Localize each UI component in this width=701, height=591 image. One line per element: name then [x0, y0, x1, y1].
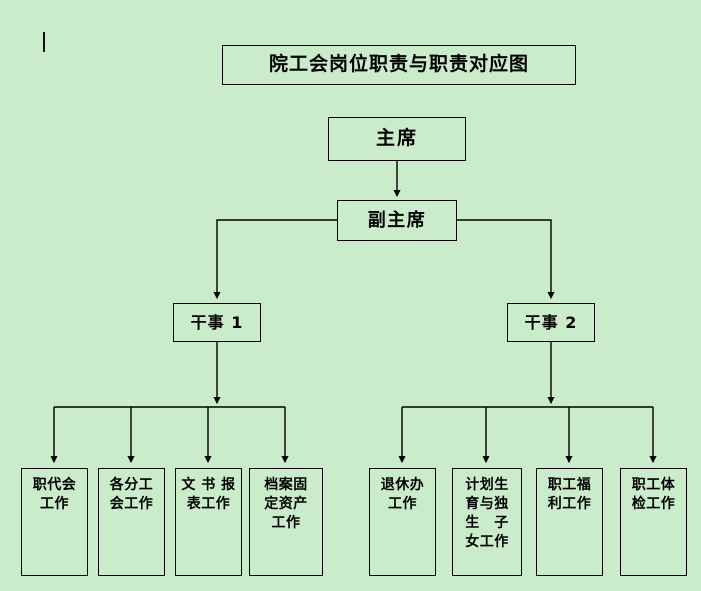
- duty-box-wenshubaobiao: 文 书 报 表工作: [175, 468, 242, 576]
- duty-box-jihuashengyu: 计划生 育与独 生 子 女工作: [452, 468, 522, 576]
- duty-box-zhigongfuli: 职工福 利工作: [536, 468, 603, 576]
- duty-box-tuixiuban: 退休办 工作: [369, 468, 436, 576]
- duty-label: 档案固 定资产 工作: [264, 477, 308, 531]
- duty-box-zhidaihui: 职代会 工作: [21, 468, 88, 576]
- duty-label: 退休办 工作: [380, 477, 425, 512]
- duty-label: 计划生 育与独 生 子 女工作: [465, 477, 509, 550]
- node-officer-1: 干事 1: [173, 303, 261, 342]
- duty-box-zhigongtijian: 职工体 检工作: [620, 468, 687, 576]
- duty-box-danganguding: 档案固 定资产 工作: [249, 468, 323, 576]
- duty-label: 职代会 工作: [32, 477, 77, 512]
- duty-label: 文 书 报 表工作: [181, 477, 236, 512]
- duty-box-fengonghui: 各分工 会工作: [98, 468, 165, 576]
- diagram-title-text: 院工会岗位职责与职责对应图: [268, 53, 529, 76]
- node-chair: 主席: [328, 117, 466, 161]
- node-chair-label: 主席: [375, 127, 418, 150]
- text-cursor-caret: [43, 32, 45, 52]
- node-vice-chair-label: 副主席: [367, 209, 427, 231]
- diagram-title-box: 院工会岗位职责与职责对应图: [222, 45, 576, 85]
- node-vice-chair: 副主席: [337, 200, 457, 241]
- duty-label: 职工体 检工作: [631, 477, 676, 512]
- node-officer-2: 干事 2: [507, 303, 595, 342]
- node-officer-2-label: 干事 2: [524, 312, 578, 332]
- node-officer-1-label: 干事 1: [190, 312, 244, 332]
- duty-label: 职工福 利工作: [547, 477, 592, 512]
- duty-label: 各分工 会工作: [109, 477, 154, 512]
